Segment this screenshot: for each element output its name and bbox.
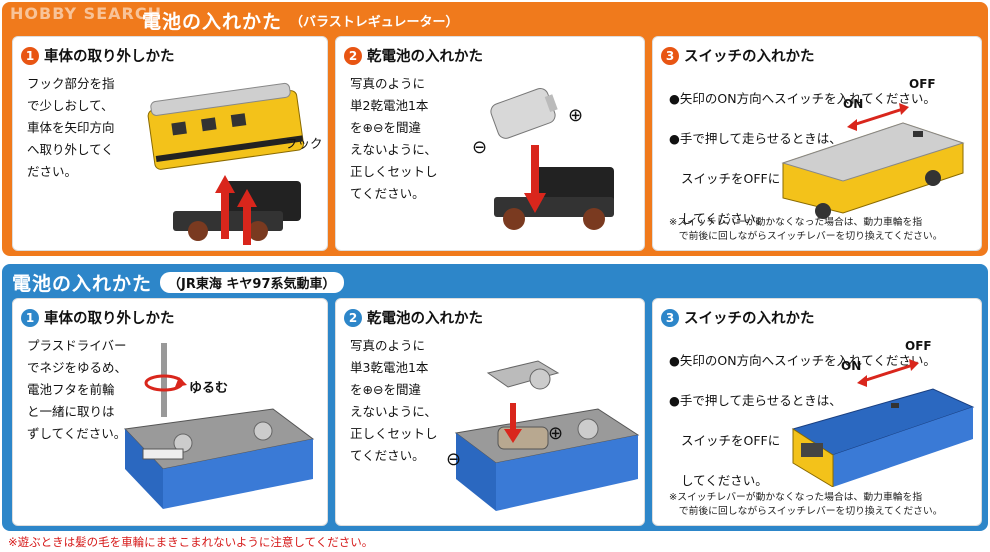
step-heading: 3 スイッチの入れかた [661,307,815,328]
step-heading: 1 車体の取り外しかた [21,307,175,328]
section-title-text: 電池の入れかた [142,10,283,33]
step-heading-text: スイッチの入れかた [684,49,815,65]
step-heading: 2 乾電池の入れかた [344,45,483,66]
instruction-bullet: ●手で押して走らせるときは、 [669,393,842,408]
step3-panel: 3 スイッチの入れかた ●矢印のON方向へスイッチを入れてください。 ●手で押し… [652,36,982,251]
on-label: ON [841,359,862,373]
minus-symbol: ⊖ [472,137,488,158]
step-number: 3 [661,46,679,65]
step-body: ●矢印のON方向へスイッチを入れてください。 ●手で押して走らせるときは、 スイ… [669,331,979,511]
loosen-label: ゆるむ [189,381,229,396]
step-heading-text: スイッチの入れかた [684,311,815,327]
step-body: プラスドライバー でネジをゆるめ、 電池フタを前輪 と一緒に取りは ずしてくださ… [27,338,128,441]
section-subtitle: （バラストレギュレーター） [290,14,459,30]
instruction-line: スイッチをOFFに [681,433,781,448]
step-heading: 2 乾電池の入れかた [344,307,483,328]
step-heading-text: 乾電池の入れかた [367,311,483,327]
instruction-bullet: ●矢印のON方向へスイッチを入れてください。 [669,353,936,368]
step2-panel: 2 乾電池の入れかた 写真のように 単2乾電池1本 を⊕⊖を間違 えないように、… [335,36,645,251]
section-subtitle: （JR東海 キヤ97系気動車） [160,271,344,293]
step-heading-text: 車体の取り外しかた [44,311,175,327]
step-body: 写真のように 単2乾電池1本 を⊕⊖を間違 えないように、 正しくセットし てく… [350,76,438,201]
step-number: 1 [21,308,39,327]
blue-train-switch-illustration [791,359,975,487]
minus-symbol: ⊖ [446,449,462,470]
section-subtitle-part1: （JR東海 [168,276,222,292]
step-number: 3 [661,308,679,327]
on-label: ON [843,97,864,111]
step3-panel: 3 スイッチの入れかた ●矢印のON方向へスイッチを入れてください。 ●手で押し… [652,298,982,526]
instruction-line: スイッチをOFFに [681,171,781,186]
yellow-train-switch-illustration [781,103,965,219]
instruction-line: してください。 [681,473,768,488]
step-body: ●矢印のON方向へスイッチを入れてください。 ●手で押して走らせるときは、 スイ… [669,69,979,249]
step1-panel: 1 車体の取り外しかた フック部分を指 で少しおして、 車体を矢印方向 へ取り外… [12,36,328,251]
plus-symbol: ⊕ [568,105,584,126]
off-label: OFF [909,77,936,91]
section-title-text: 電池の入れかた [12,272,153,295]
watermark: HOBBY SEARCH [10,4,162,23]
section-ballast-regulator: HOBBY SEARCH 電池の入れかた （バラストレギュレーター） 1 車体の… [2,2,988,256]
instruction-bullet: ●手で押して走らせるときは、 [669,131,842,146]
instruction-line: してください。 [681,211,768,226]
note-text: ※スイッチレバーが動かなくなった場合は、動力車輪を指 で前後に回しながらスイッチ… [669,492,943,517]
step-body: 写真のように 単3乾電池1本 を⊕⊖を間違 えないように、 正しくセットし てく… [350,338,438,463]
step-heading: 1 車体の取り外しかた [21,45,175,66]
step1-panel: 1 車体の取り外しかた プラスドライバー でネジをゆるめ、 電池フタを前輪 と一… [12,298,328,526]
battery-chassis-illustration [490,87,614,230]
off-label: OFF [905,339,932,353]
step-heading-text: 車体の取り外しかた [44,49,175,65]
step-body: フック部分を指 で少しおして、 車体を矢印方向 へ取り外してく ださい。 [27,76,115,179]
step-number: 2 [344,308,362,327]
note-text: ※スイッチレバーが動かなくなった場合は、動力車輪を指 で前後に回しながらスイッチ… [669,217,943,242]
step-heading-text: 乾電池の入れかた [367,49,483,65]
step-heading: 3 スイッチの入れかた [661,45,815,66]
plus-symbol: ⊕ [548,423,564,444]
step-number: 1 [21,46,39,65]
yellow-train-illustration [147,82,304,245]
section-kiya97: 電池の入れかた （JR東海 キヤ97系気動車） 1 車体の取り外しかた プラスド… [2,264,988,531]
hook-label: フック [285,136,323,151]
section-subtitle-part2: キヤ97系気動車） [226,276,336,292]
section-title: 電池の入れかた （JR東海 キヤ97系気動車） [12,267,344,297]
screwdriver-chassis-illustration [123,343,315,509]
instruction-bullet: ●矢印のON方向へスイッチを入れてください。 [669,91,936,106]
footer-warning: ※遊ぶときは髪の毛を車輪にまきこまれないように注意してください。 [8,535,374,549]
section-title: 電池の入れかた （バラストレギュレーター） [12,5,459,35]
step2-panel: 2 乾電池の入れかた 写真のように 単3乾電池1本 を⊕⊖を間違 えないように、… [335,298,645,526]
step-number: 2 [344,46,362,65]
battery-chassis-illustration [454,360,640,511]
